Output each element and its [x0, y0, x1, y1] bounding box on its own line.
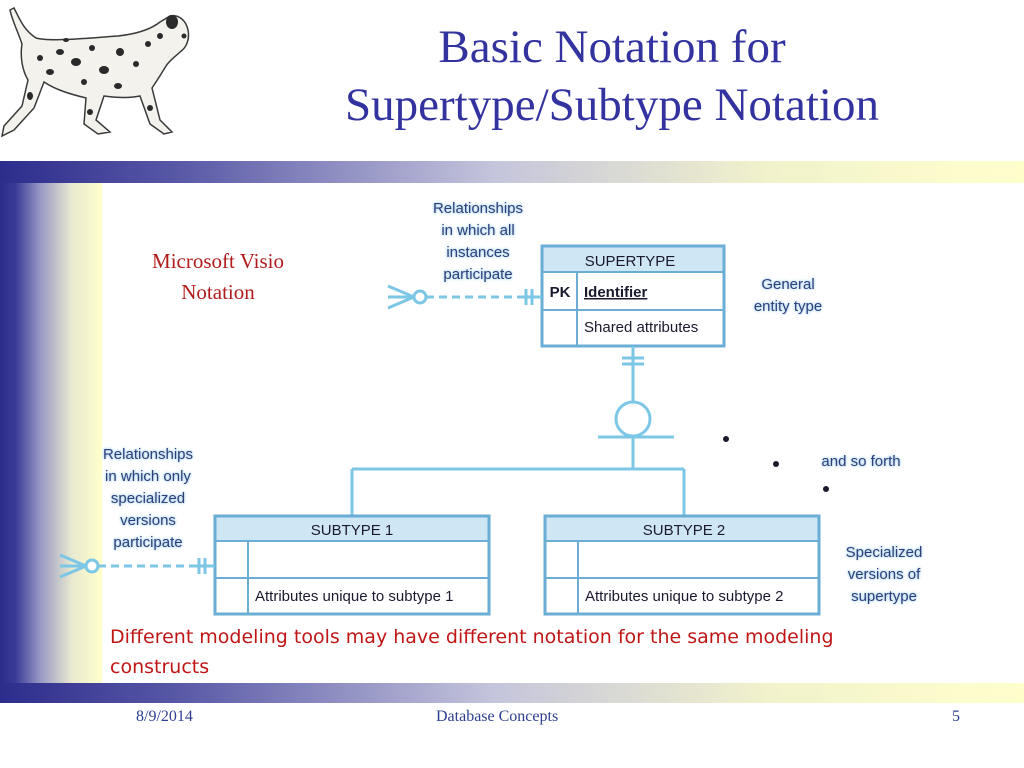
supertype-relationship-connector	[387, 284, 542, 310]
bottom-decorative-band	[0, 683, 1024, 703]
left-decorative-band	[0, 183, 102, 683]
subtype-2-attributes: Attributes unique to subtype 2	[585, 588, 783, 605]
slide-title: Basic Notation for Supertype/Subtype Not…	[200, 18, 1024, 134]
visio-label-line-2: Notation	[181, 280, 255, 304]
supertype-name: SUPERTYPE	[585, 253, 676, 270]
callout-line: General	[761, 276, 815, 293]
subtype-2-entity: SUBTYPE 2 Attributes unique to subtype 2	[543, 514, 821, 616]
callout-and-so-forth: and so forth	[806, 451, 916, 473]
top-decorative-band	[0, 161, 1024, 183]
callout-line: in which all	[441, 222, 515, 239]
callout-line: participate	[443, 266, 513, 283]
callout-line: entity type	[753, 298, 823, 315]
footer-page-number: 5	[952, 708, 960, 725]
subtype-2-name: SUBTYPE 2	[643, 522, 726, 539]
callout-general-entity: General entity type	[738, 274, 838, 318]
title-line-1: Basic Notation for	[438, 21, 786, 73]
footer-date: 8/9/2014	[136, 708, 193, 725]
title-line-2: Supertype/Subtype Notation	[345, 79, 879, 131]
callout-line: in which only	[105, 468, 191, 485]
callout-line: specialized	[110, 490, 186, 507]
visio-notation-label: Microsoft Visio Notation	[128, 246, 308, 308]
subtype-discriminator	[350, 346, 686, 516]
callout-line: Relationships	[102, 446, 194, 463]
slide-caption: Different modeling tools may have differ…	[110, 626, 834, 678]
subtype-1-attributes: Attributes unique to subtype 1	[255, 588, 453, 605]
subtype-1-name: SUBTYPE 1	[311, 522, 394, 539]
callout-line: participate	[113, 534, 183, 551]
and-so-forth-dots	[723, 436, 829, 492]
callout-specialized-versions: Specialized versions of supertype	[826, 542, 942, 608]
dalmatian-dog-icon	[0, 6, 190, 138]
supertype-pk-label: PK	[550, 284, 571, 301]
supertype-entity: SUPERTYPE PK Identifier Shared attribute…	[540, 244, 726, 348]
supertype-shared-attributes: Shared attributes	[584, 319, 698, 336]
callout-line: versions of	[847, 566, 921, 583]
supertype-identifier: Identifier	[584, 284, 648, 301]
footer-course: Database Concepts	[436, 708, 559, 725]
callout-line: and so forth	[821, 453, 901, 470]
callout-line: versions	[120, 512, 176, 529]
callout-line: Relationships	[432, 200, 524, 217]
callout-line: Specialized	[845, 544, 923, 561]
visio-label-line-1: Microsoft Visio	[152, 249, 284, 273]
subtype-1-entity: SUBTYPE 1 Attributes unique to subtype 1	[213, 514, 491, 616]
callout-line: instances	[446, 244, 510, 261]
callout-line: supertype	[851, 588, 917, 605]
callout-all-instances: Relationships in which all instances par…	[418, 198, 538, 286]
subtype-relationship-connector	[59, 553, 215, 579]
callout-specialized-only: Relationships in which only specialized …	[88, 444, 208, 554]
